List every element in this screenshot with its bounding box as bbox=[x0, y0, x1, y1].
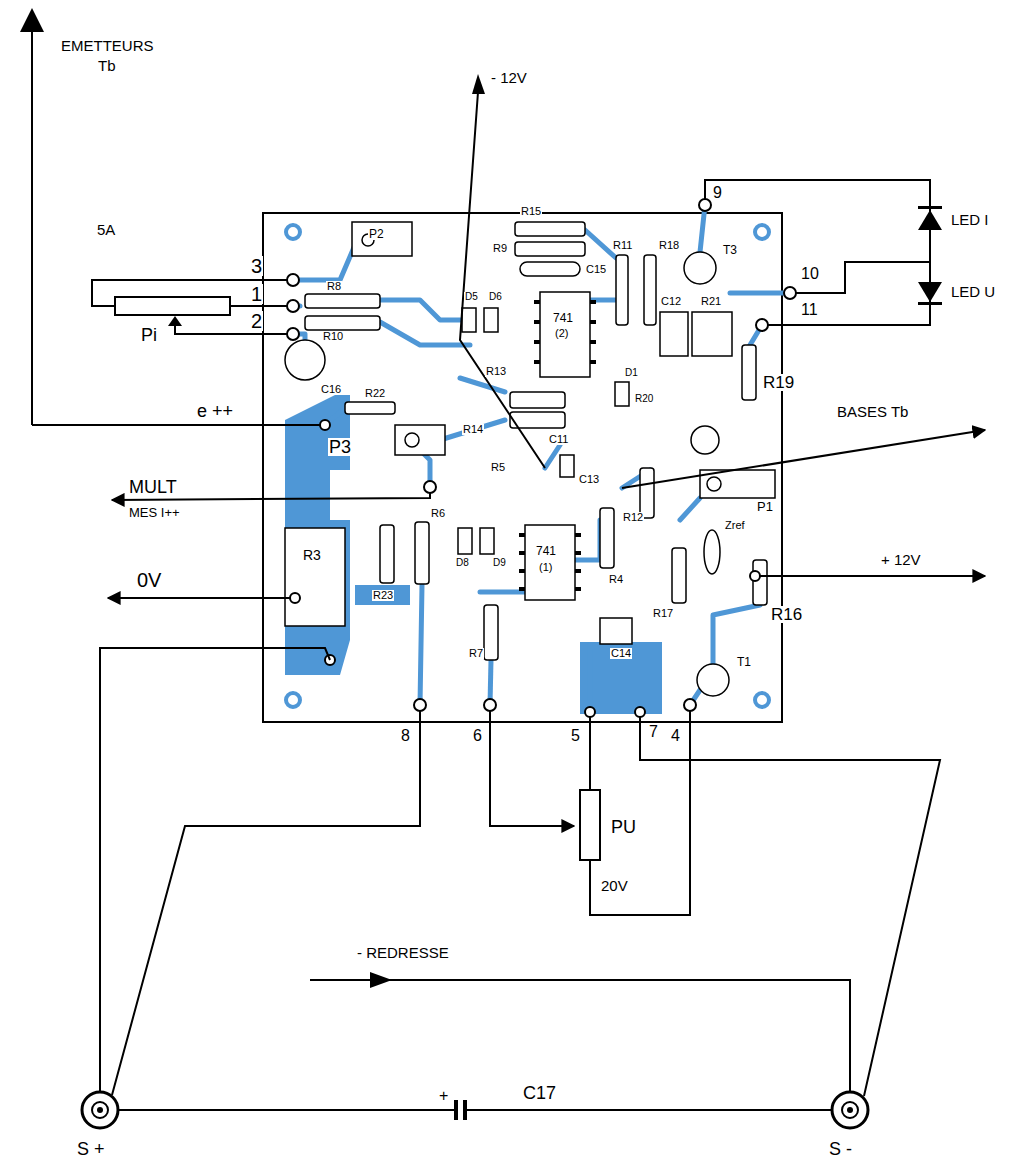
label: R15 bbox=[520, 206, 542, 217]
label: C17 bbox=[522, 1084, 557, 1102]
label: R21 bbox=[700, 296, 722, 307]
label: Zref bbox=[724, 520, 746, 531]
label: C16 bbox=[320, 384, 342, 395]
label: R4 bbox=[608, 574, 624, 585]
label: D5 bbox=[464, 292, 479, 302]
label: 10 bbox=[800, 266, 820, 282]
label: Tb bbox=[97, 58, 117, 73]
label: 0V bbox=[136, 570, 162, 590]
label: 3 bbox=[250, 256, 263, 276]
label: S + bbox=[76, 1140, 106, 1158]
label: 11 bbox=[800, 302, 819, 318]
label: C14 bbox=[610, 648, 632, 659]
label: (1) bbox=[538, 562, 553, 573]
label: - 12V bbox=[490, 70, 528, 85]
label: R10 bbox=[322, 331, 344, 342]
label: D9 bbox=[492, 558, 507, 568]
label: C12 bbox=[660, 296, 682, 307]
label: LED I bbox=[950, 212, 990, 227]
label: Pi bbox=[140, 326, 158, 344]
label: R6 bbox=[430, 508, 446, 519]
label: 6 bbox=[472, 728, 483, 744]
label: 741 bbox=[535, 545, 557, 557]
label: 8 bbox=[400, 728, 411, 744]
label: EMETTEURS bbox=[60, 38, 155, 53]
label: 4 bbox=[670, 728, 681, 744]
label: R9 bbox=[492, 243, 508, 254]
label: + 12V bbox=[880, 552, 922, 567]
label: S - bbox=[828, 1140, 853, 1158]
label: R11 bbox=[612, 240, 633, 251]
label: P1 bbox=[756, 500, 774, 513]
label: P2 bbox=[368, 228, 385, 240]
label: D1 bbox=[624, 368, 639, 378]
label: T1 bbox=[736, 656, 752, 668]
label: R23 bbox=[372, 590, 394, 601]
label: R20 bbox=[634, 394, 654, 404]
label: 1 bbox=[250, 284, 263, 304]
label: R7 bbox=[468, 648, 484, 659]
label: D6 bbox=[488, 292, 503, 302]
label: 9 bbox=[712, 185, 723, 201]
label: (2) bbox=[554, 328, 569, 339]
label: + bbox=[438, 1088, 449, 1104]
label: R19 bbox=[762, 374, 795, 391]
label: C11 bbox=[548, 434, 569, 445]
label: R12 bbox=[622, 512, 644, 523]
label: R22 bbox=[364, 388, 386, 399]
label: T3 bbox=[722, 244, 738, 256]
label: 5 bbox=[570, 728, 581, 744]
label: R14 bbox=[462, 424, 484, 435]
label: 20V bbox=[600, 878, 629, 893]
label: PU bbox=[610, 818, 637, 836]
label: R8 bbox=[326, 281, 342, 292]
label: - REDRESSE bbox=[356, 945, 450, 960]
label: MULT bbox=[128, 478, 178, 496]
label: 7 bbox=[648, 724, 659, 740]
label: R16 bbox=[770, 606, 803, 623]
label: BASES Tb bbox=[836, 404, 909, 419]
label: e ++ bbox=[196, 402, 234, 420]
label: R13 bbox=[485, 366, 507, 377]
label: MES I++ bbox=[128, 506, 181, 519]
label: R5 bbox=[490, 462, 506, 473]
label: LED U bbox=[950, 284, 996, 299]
label: 2 bbox=[250, 311, 263, 331]
label: 741 bbox=[552, 312, 574, 324]
label: C15 bbox=[585, 264, 607, 275]
label: P3 bbox=[328, 438, 352, 456]
label: D8 bbox=[455, 558, 470, 568]
label: R18 bbox=[658, 240, 680, 251]
label: R3 bbox=[302, 548, 322, 562]
label: R17 bbox=[652, 608, 674, 619]
label: C13 bbox=[578, 474, 600, 485]
label: 5A bbox=[96, 222, 116, 237]
